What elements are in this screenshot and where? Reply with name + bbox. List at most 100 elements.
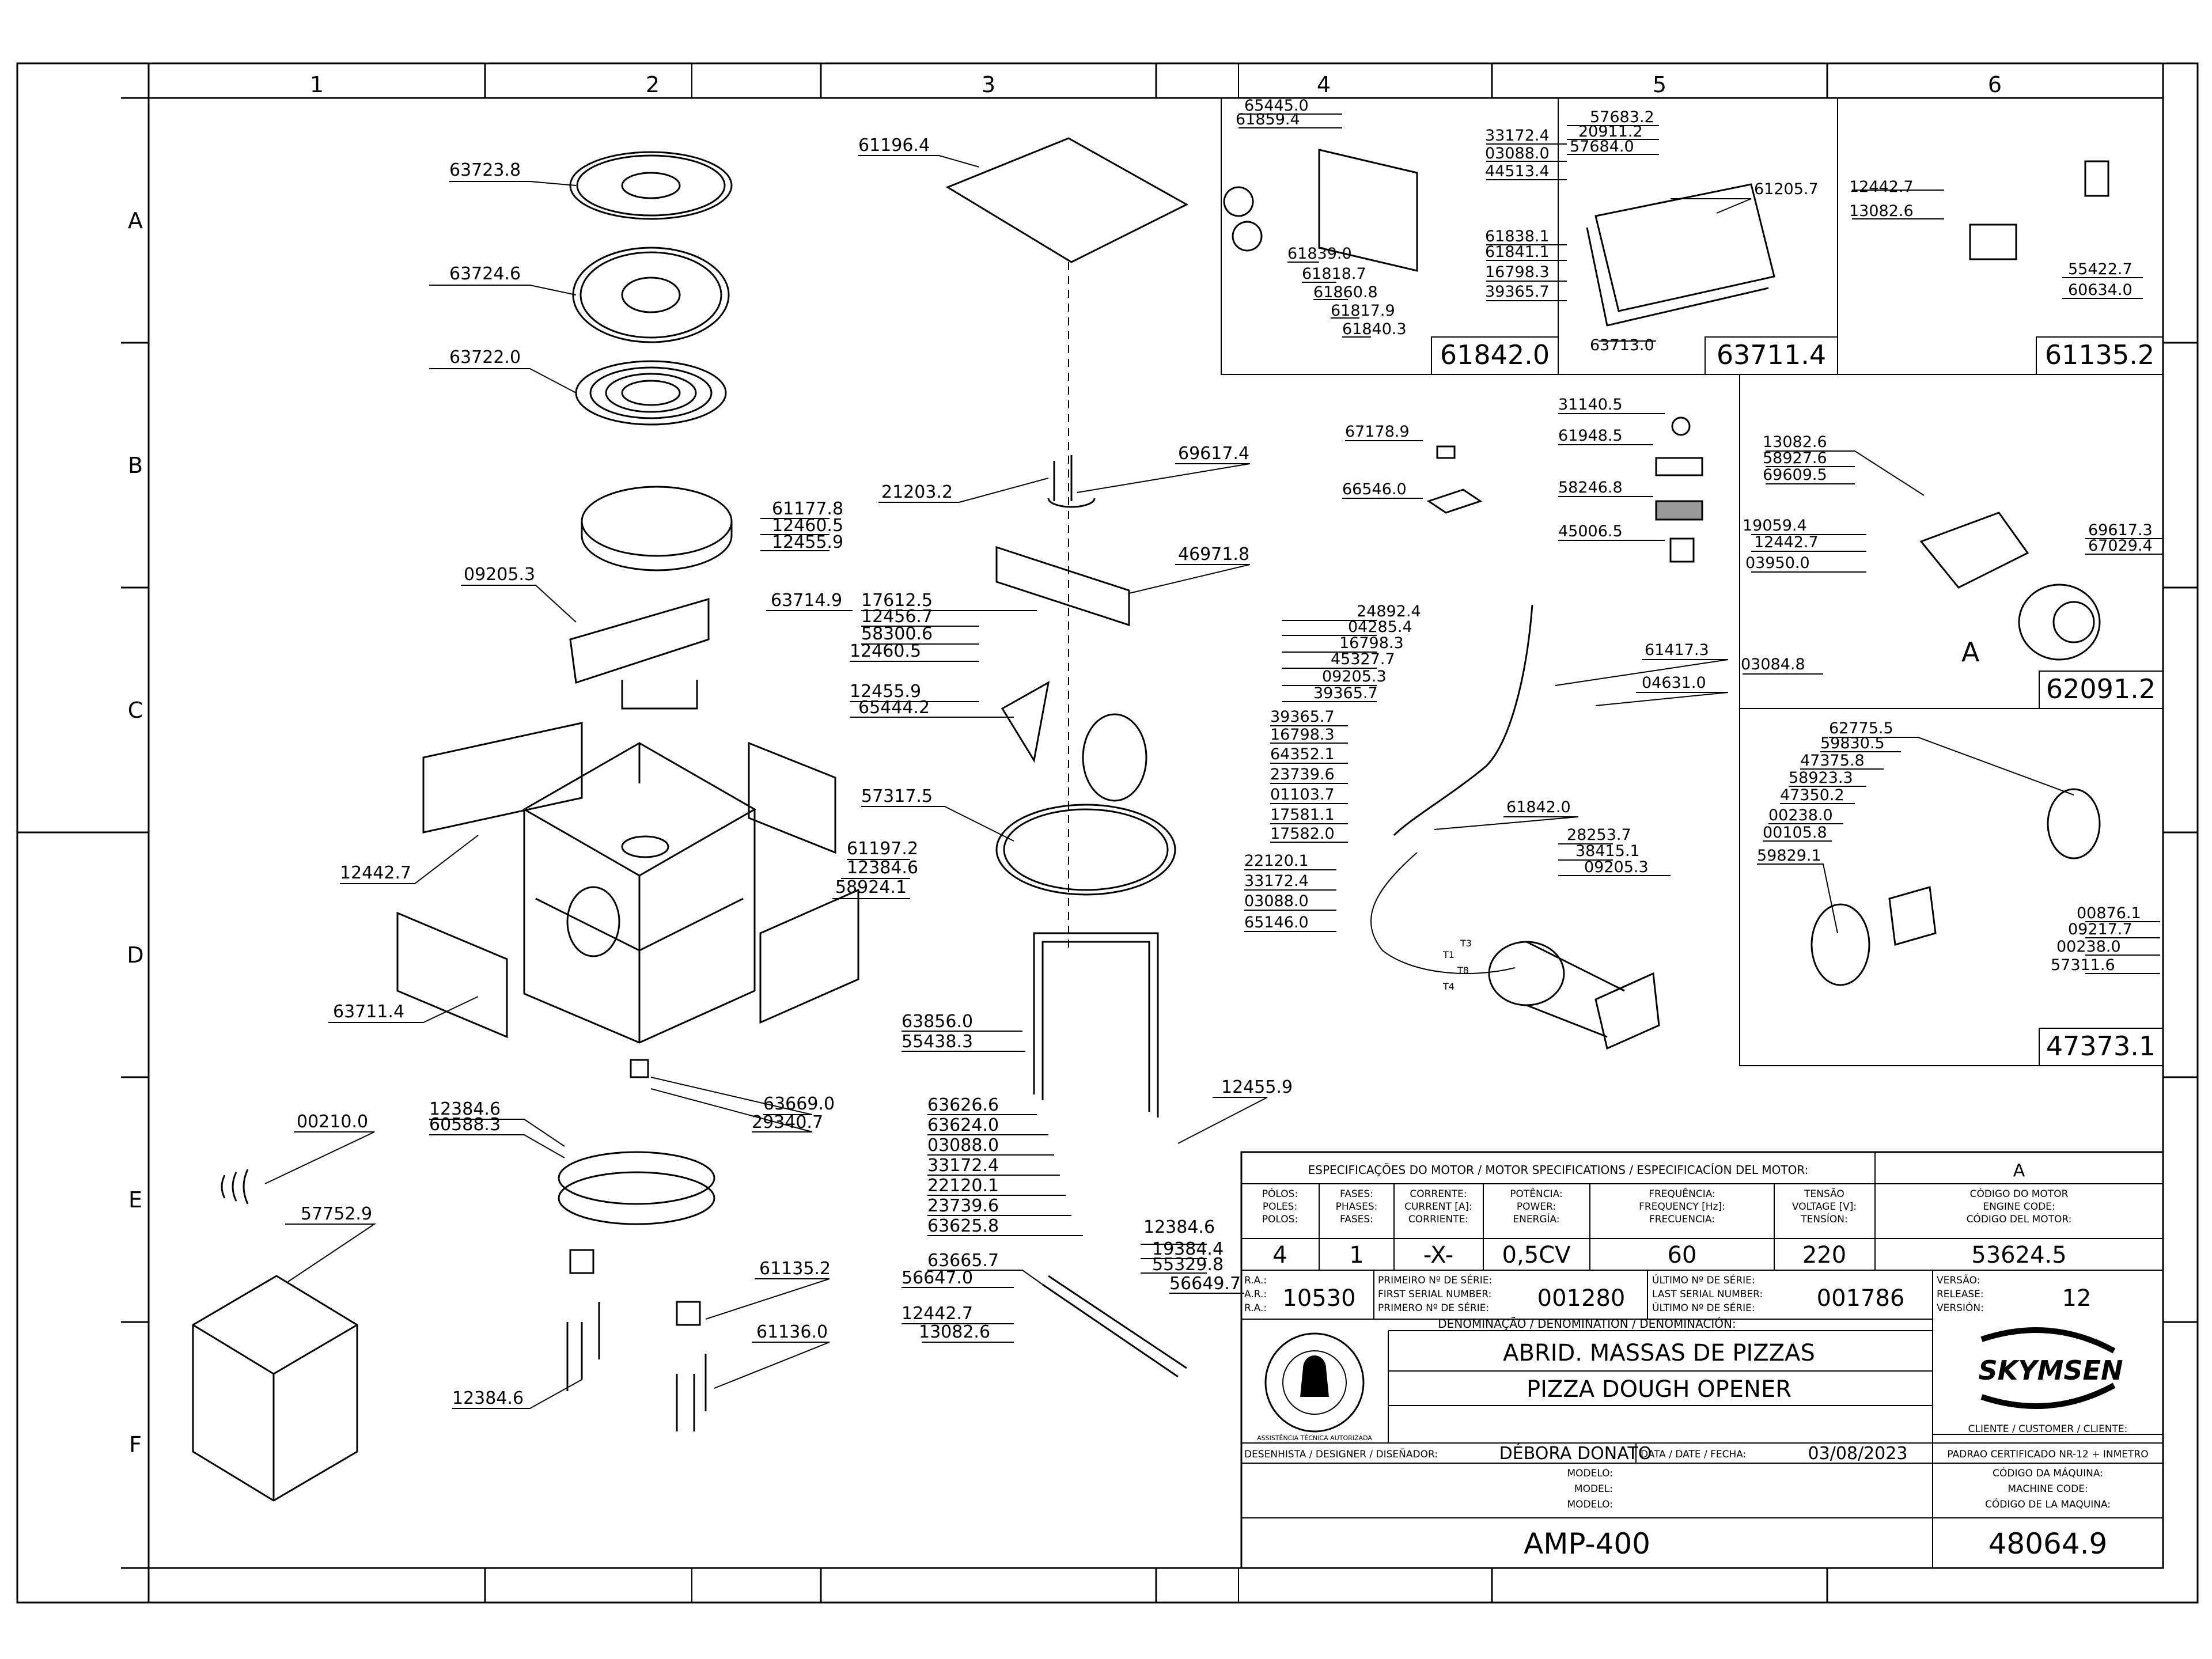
callout-label: 61948.5 [1558,427,1623,445]
callout-label: 61860.8 [1313,283,1378,301]
callout-label: 66546.0 [1342,480,1407,498]
callout-label: 47375.8 [1800,752,1865,770]
panel-right [748,741,836,854]
label-58246-8 [1655,500,1703,521]
callout-label: 00876.1 [2077,904,2141,922]
callout-label: 61136.0 [756,1322,828,1342]
callout-label: 57752.9 [301,1204,372,1224]
callout-label: 12384.6 [847,858,918,878]
motor-lead: T8 [1457,965,1469,976]
column-label: 3 [982,72,995,97]
callout-label: 45006.5 [1558,522,1623,540]
callout-label: 22120.1 [1244,852,1309,870]
spec-col-label: FASES: [1340,1188,1373,1200]
callout-label: 39365.7 [1270,708,1335,726]
callout-label: 63665.7 [927,1251,999,1271]
title-block: ESPECIFICAÇÕES DO MOTOR / MOTOR SPECIFIC… [1240,1151,2164,1569]
detail-code: 47373.1 [2046,1031,2156,1062]
callout-label: 63714.9 [771,590,842,611]
first-serial-label: PRIMERO Nº DE SÉRIE: [1378,1301,1489,1314]
designer-label: DESENHISTA / DESIGNER / DISEÑADOR: [1244,1448,1438,1460]
box-57752-9 [192,1275,358,1502]
callout-labels: 63723.8 63724.6 63722.0 61177.8 12460.5 … [297,135,1293,1408]
callout-label: 69617.3 [2088,521,2153,539]
ra-value: 10530 [1282,1285,1355,1312]
callout-label: 39365.7 [1313,684,1378,702]
callout-label: 00105.8 [1763,824,1827,842]
last-serial-label: ÚLTIMO Nº DE SÉRIE: [1652,1301,1755,1314]
panel-left [422,722,583,834]
wheel [1082,713,1147,802]
ground-label-31140-5 [1671,416,1691,436]
callout-label: 33172.4 [1244,872,1309,890]
callout-label: 65444.2 [858,698,930,718]
brand-name: SKYMSEN [1979,1355,2123,1386]
callout-label: 12442.7 [340,863,411,883]
callout-label: 04631.0 [1642,674,1706,692]
spec-value-phases: 1 [1349,1242,1363,1268]
callout-label: 61817.9 [1331,302,1395,320]
detail-code: 61135.2 [2045,339,2154,370]
detail-code: 61842.0 [1440,339,1550,370]
spec-col-label: CORRIENTE: [1408,1214,1468,1225]
engine-code-label: CÓDIGO DO MOTOR [1970,1187,2069,1200]
version-letter: A [2013,1161,2025,1181]
callout-label: 09217.7 [2068,921,2133,938]
motor-lead: T4 [1442,981,1455,992]
callout-label: 57683.2 [1590,108,1654,126]
clip-67178-9 [1436,445,1456,459]
first-serial-label: PRIMEIRO Nº DE SÉRIE: [1378,1274,1492,1286]
lever-frame [1033,932,1159,1118]
callout-label: 00238.0 [1768,806,1833,824]
callout-label: 67178.9 [1345,423,1410,441]
callout-label: 03088.0 [1244,892,1309,910]
hub-47373-1 [1810,788,2101,986]
callout-label: 16798.3 [1485,263,1550,281]
callout-label: 55422.7 [2068,260,2133,278]
clip-66546-0 [1426,488,1483,514]
client-value: PADRAO CERTIFICADO NR-12 + INMETRO [1947,1449,2148,1460]
engine-code-label: CÓDIGO DEL MOTOR: [1967,1213,2072,1225]
callout-label: 61205.7 [1754,180,1819,198]
callout-label: 61196.4 [858,135,930,156]
callout-label: 69609.5 [1763,466,1827,484]
callout-label: 12384.6 [429,1099,501,1119]
sensor-00210-0 [221,1169,249,1205]
ra-label: R.A.: [1244,1302,1267,1314]
callout-label: 12442.7 [1849,178,1914,196]
spec-col-label: FREQUÊNCIA: [1649,1187,1715,1200]
authorized-service-seal: ASSISTÊNCIA TÉCNICA AUTORIZADA [1257,1332,1372,1442]
callout-label: 61417.3 [1645,641,1709,659]
callout-label: 28253.7 [1567,826,1631,844]
callout-label: 56647.0 [902,1268,973,1288]
spec-col-label: POWER: [1517,1201,1556,1213]
callout-label: 09205.3 [464,565,535,585]
column-label: 4 [1317,72,1331,97]
spec-col-label: ENERGÍA: [1513,1213,1559,1225]
spec-value-poles: 4 [1272,1242,1287,1268]
belt-57317-5 [995,804,1176,896]
callout-label: 22120.1 [927,1176,999,1196]
tray-61196-4 [945,137,1189,263]
ra-label: A.R.: [1244,1289,1267,1300]
spec-col-label: FRECUENCIA: [1649,1214,1715,1225]
callout-label: 13082.6 [1849,202,1914,220]
callout-label: 00210.0 [297,1112,368,1132]
bracket-46971-8 [995,546,1130,627]
callout-label: 61838.1 [1485,228,1550,245]
callout-label: 12460.5 [850,641,921,661]
shaft-21203-2 [1047,455,1096,508]
callout-label: 13082.6 [1763,433,1827,451]
callout-label: 63724.6 [449,264,521,284]
seal-text: ASSISTÊNCIA TÉCNICA AUTORIZADA [1257,1434,1372,1442]
callout-label: 58924.1 [835,877,907,897]
callout-label: 67029.4 [2088,537,2153,555]
callout-label: 59829.1 [1757,847,1821,865]
callout-label: 21203.2 [881,482,953,502]
spec-col-label: POLES: [1263,1201,1297,1213]
version-value: 12 [2062,1285,2092,1312]
date-value: 03/08/2023 [1808,1444,1908,1464]
callout-label: 63625.8 [927,1216,999,1236]
lever-arm [1042,1275,1187,1378]
callout-label: 57684.0 [1570,138,1634,156]
